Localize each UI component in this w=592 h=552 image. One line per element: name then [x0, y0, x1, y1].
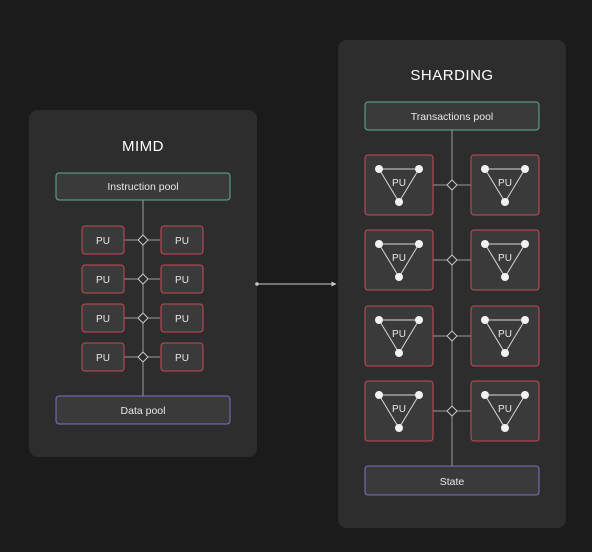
mimd-pu-label: PU [175, 275, 189, 286]
mimd-unit-row: PU PU [81, 264, 204, 294]
node-dot [501, 273, 509, 281]
sharding-pu-label: PU [392, 329, 406, 340]
node-dot [521, 240, 529, 248]
mimd-connectors [124, 200, 160, 396]
node-network-triangle [378, 168, 420, 203]
node-dot [375, 316, 383, 324]
mimd-pu-label: PU [175, 236, 189, 247]
junction-diamond [137, 273, 149, 285]
node-dot [481, 240, 489, 248]
sharding-pu-block: PU [364, 154, 434, 216]
data-pool-box [55, 395, 231, 425]
sharding-pu-block: PU [364, 229, 434, 291]
node-network-triangle [484, 243, 526, 278]
sharding-pu-block: PU [470, 154, 540, 216]
sharding-pu-block: PU [470, 380, 540, 442]
mimd-pu-box [81, 342, 125, 372]
mimd-pu-box [81, 303, 125, 333]
mimd-unit-row: PU PU [81, 342, 204, 372]
node-dot [501, 424, 509, 432]
sharding-pu-label: PU [392, 253, 406, 264]
sharding-pu-label: PU [498, 253, 512, 264]
sharding-pu-label: PU [392, 404, 406, 415]
sharding-pu-block: PU [364, 380, 434, 442]
node-dot [481, 165, 489, 173]
sharding-unit-row: PU PU [364, 154, 540, 216]
sharding-pu-block: PU [470, 229, 540, 291]
mimd-pu-label: PU [96, 314, 110, 325]
sharding-unit-row: PU PU [364, 229, 540, 291]
transactions-pool-label: Transactions pool [411, 111, 494, 123]
sharding-pu-block: PU [470, 305, 540, 367]
mimd-pu-label: PU [96, 236, 110, 247]
junction-diamond [446, 405, 458, 417]
state-box [364, 465, 540, 496]
node-dot [375, 391, 383, 399]
sharding-pu-label: PU [392, 178, 406, 189]
sharding-pu-label: PU [498, 329, 512, 340]
node-dot [415, 165, 423, 173]
node-network-triangle [484, 168, 526, 203]
mimd-pu-box [160, 342, 204, 372]
node-network-triangle [484, 394, 526, 429]
node-dot [501, 198, 509, 206]
mimd-pu-label: PU [175, 353, 189, 364]
node-dot [375, 240, 383, 248]
junction-diamond [137, 234, 149, 246]
node-network-triangle [484, 319, 526, 354]
node-dot [375, 165, 383, 173]
sharding-pu-block: PU [364, 305, 434, 367]
sharding-junctions [446, 179, 458, 417]
sharding-units: PU PU PU PU PU PU PU PU [364, 154, 540, 442]
mimd-pu-label: PU [96, 275, 110, 286]
mimd-pu-box [81, 225, 125, 255]
sharding-unit-row: PU PU [364, 305, 540, 367]
node-dot [395, 424, 403, 432]
mimd-unit-row: PU PU [81, 303, 204, 333]
sharding-title: SHARDING [410, 67, 493, 84]
sharding-unit-row: PU PU [364, 380, 540, 442]
node-dot [501, 349, 509, 357]
node-dot [415, 391, 423, 399]
state-label: State [440, 476, 465, 488]
data-pool-label: Data pool [121, 405, 166, 417]
transactions-pool-box [364, 101, 540, 131]
mimd-title: MIMD [122, 138, 164, 155]
node-dot [481, 391, 489, 399]
mimd-junctions [137, 234, 149, 363]
node-dot [521, 391, 529, 399]
mimd-pu-label: PU [175, 314, 189, 325]
node-dot [521, 165, 529, 173]
mimd-unit-row: PU PU [81, 225, 204, 255]
node-dot [415, 316, 423, 324]
mimd-pu-box [160, 225, 204, 255]
instruction-pool-label: Instruction pool [107, 181, 178, 193]
node-network-triangle [378, 394, 420, 429]
mimd-pu-box [81, 264, 125, 294]
junction-diamond [446, 254, 458, 266]
node-dot [395, 273, 403, 281]
mimd-pu-box [160, 303, 204, 333]
junction-diamond [446, 330, 458, 342]
node-dot [415, 240, 423, 248]
instruction-pool-box [55, 172, 231, 201]
junction-diamond [137, 351, 149, 363]
junction-diamond [137, 312, 149, 324]
sharding-pu-label: PU [498, 404, 512, 415]
node-network-triangle [378, 319, 420, 354]
mimd-pu-box [160, 264, 204, 294]
transition-arrow [255, 281, 337, 287]
node-dot [395, 198, 403, 206]
mimd-pu-label: PU [96, 353, 110, 364]
node-dot [521, 316, 529, 324]
node-dot [481, 316, 489, 324]
node-dot [395, 349, 403, 357]
junction-diamond [446, 179, 458, 191]
mimd-panel: MIMD Instruction pool [29, 110, 257, 457]
node-network-triangle [378, 243, 420, 278]
sharding-pu-label: PU [498, 178, 512, 189]
